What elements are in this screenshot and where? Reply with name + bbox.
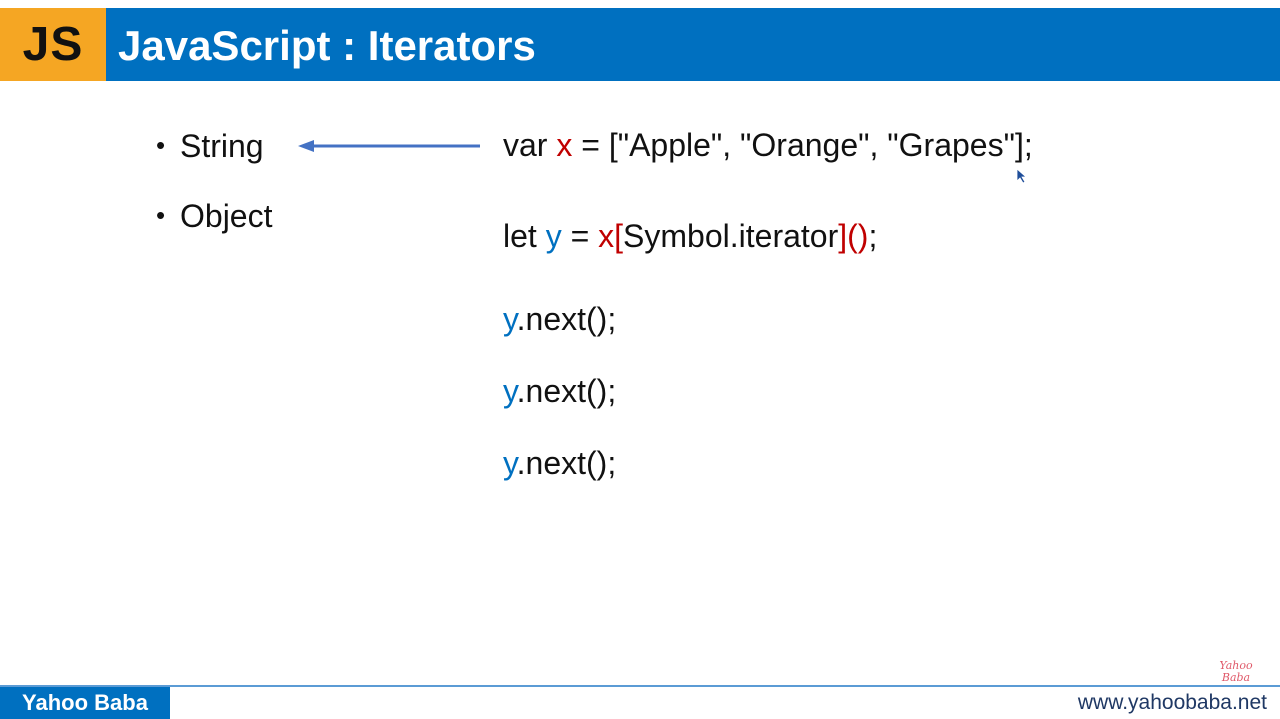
code-var-y: y (503, 373, 517, 409)
code-semicolon: ; (868, 218, 878, 254)
code-symbol-iterator: Symbol.iterator (623, 218, 839, 254)
left-arrow-icon (298, 140, 480, 152)
code-bracket-open: [ (614, 218, 624, 254)
bullet-dot-icon: • (156, 200, 166, 230)
code-next-call: .next(); (516, 445, 617, 481)
code-next-call: .next(); (516, 301, 617, 337)
code-keyword: var (503, 127, 557, 163)
slide-title: JavaScript : Iterators (118, 22, 536, 69)
bullet-dot-icon: • (156, 130, 166, 160)
bullet-object: • Object (156, 193, 272, 263)
code-var-y: y (503, 301, 517, 337)
footer-divider (0, 685, 1280, 687)
title-bar (0, 8, 1280, 81)
mouse-pointer-icon (1016, 168, 1028, 184)
js-badge: JS (0, 8, 106, 81)
code-line-next-1: y.next(); (503, 296, 616, 342)
yahoobaba-watermark-logo: Yahoo Baba (1214, 660, 1258, 684)
code-line-next-2: y.next(); (503, 368, 616, 414)
watermark-line: Baba (1221, 671, 1251, 684)
code-var-x: x (598, 218, 615, 254)
bullet-string: • String (156, 123, 272, 193)
code-equals: = (561, 218, 599, 254)
code-keyword: let (503, 218, 546, 254)
code-var-y: y (545, 218, 562, 254)
footer-brand: Yahoo Baba (0, 687, 170, 719)
code-line-let-y: let y = x[Symbol.iterator](); (503, 213, 877, 259)
bullet-list: • String • Object (156, 123, 272, 263)
footer-url: www.yahoobaba.net (1077, 691, 1267, 714)
code-var-y: y (503, 445, 517, 481)
watermark-line: Yahoo (1219, 659, 1253, 672)
code-bracket-close: ]() (838, 218, 869, 254)
code-line-var-x: var x = ["Apple", "Orange", "Grapes"]; (503, 122, 1033, 168)
bullet-label: String (180, 128, 264, 164)
bullet-label: Object (180, 198, 273, 234)
code-line-next-3: y.next(); (503, 440, 616, 486)
code-next-call: .next(); (516, 373, 617, 409)
code-var-x: x (556, 127, 573, 163)
code-array: = ["Apple", "Orange", "Grapes"]; (572, 127, 1033, 163)
